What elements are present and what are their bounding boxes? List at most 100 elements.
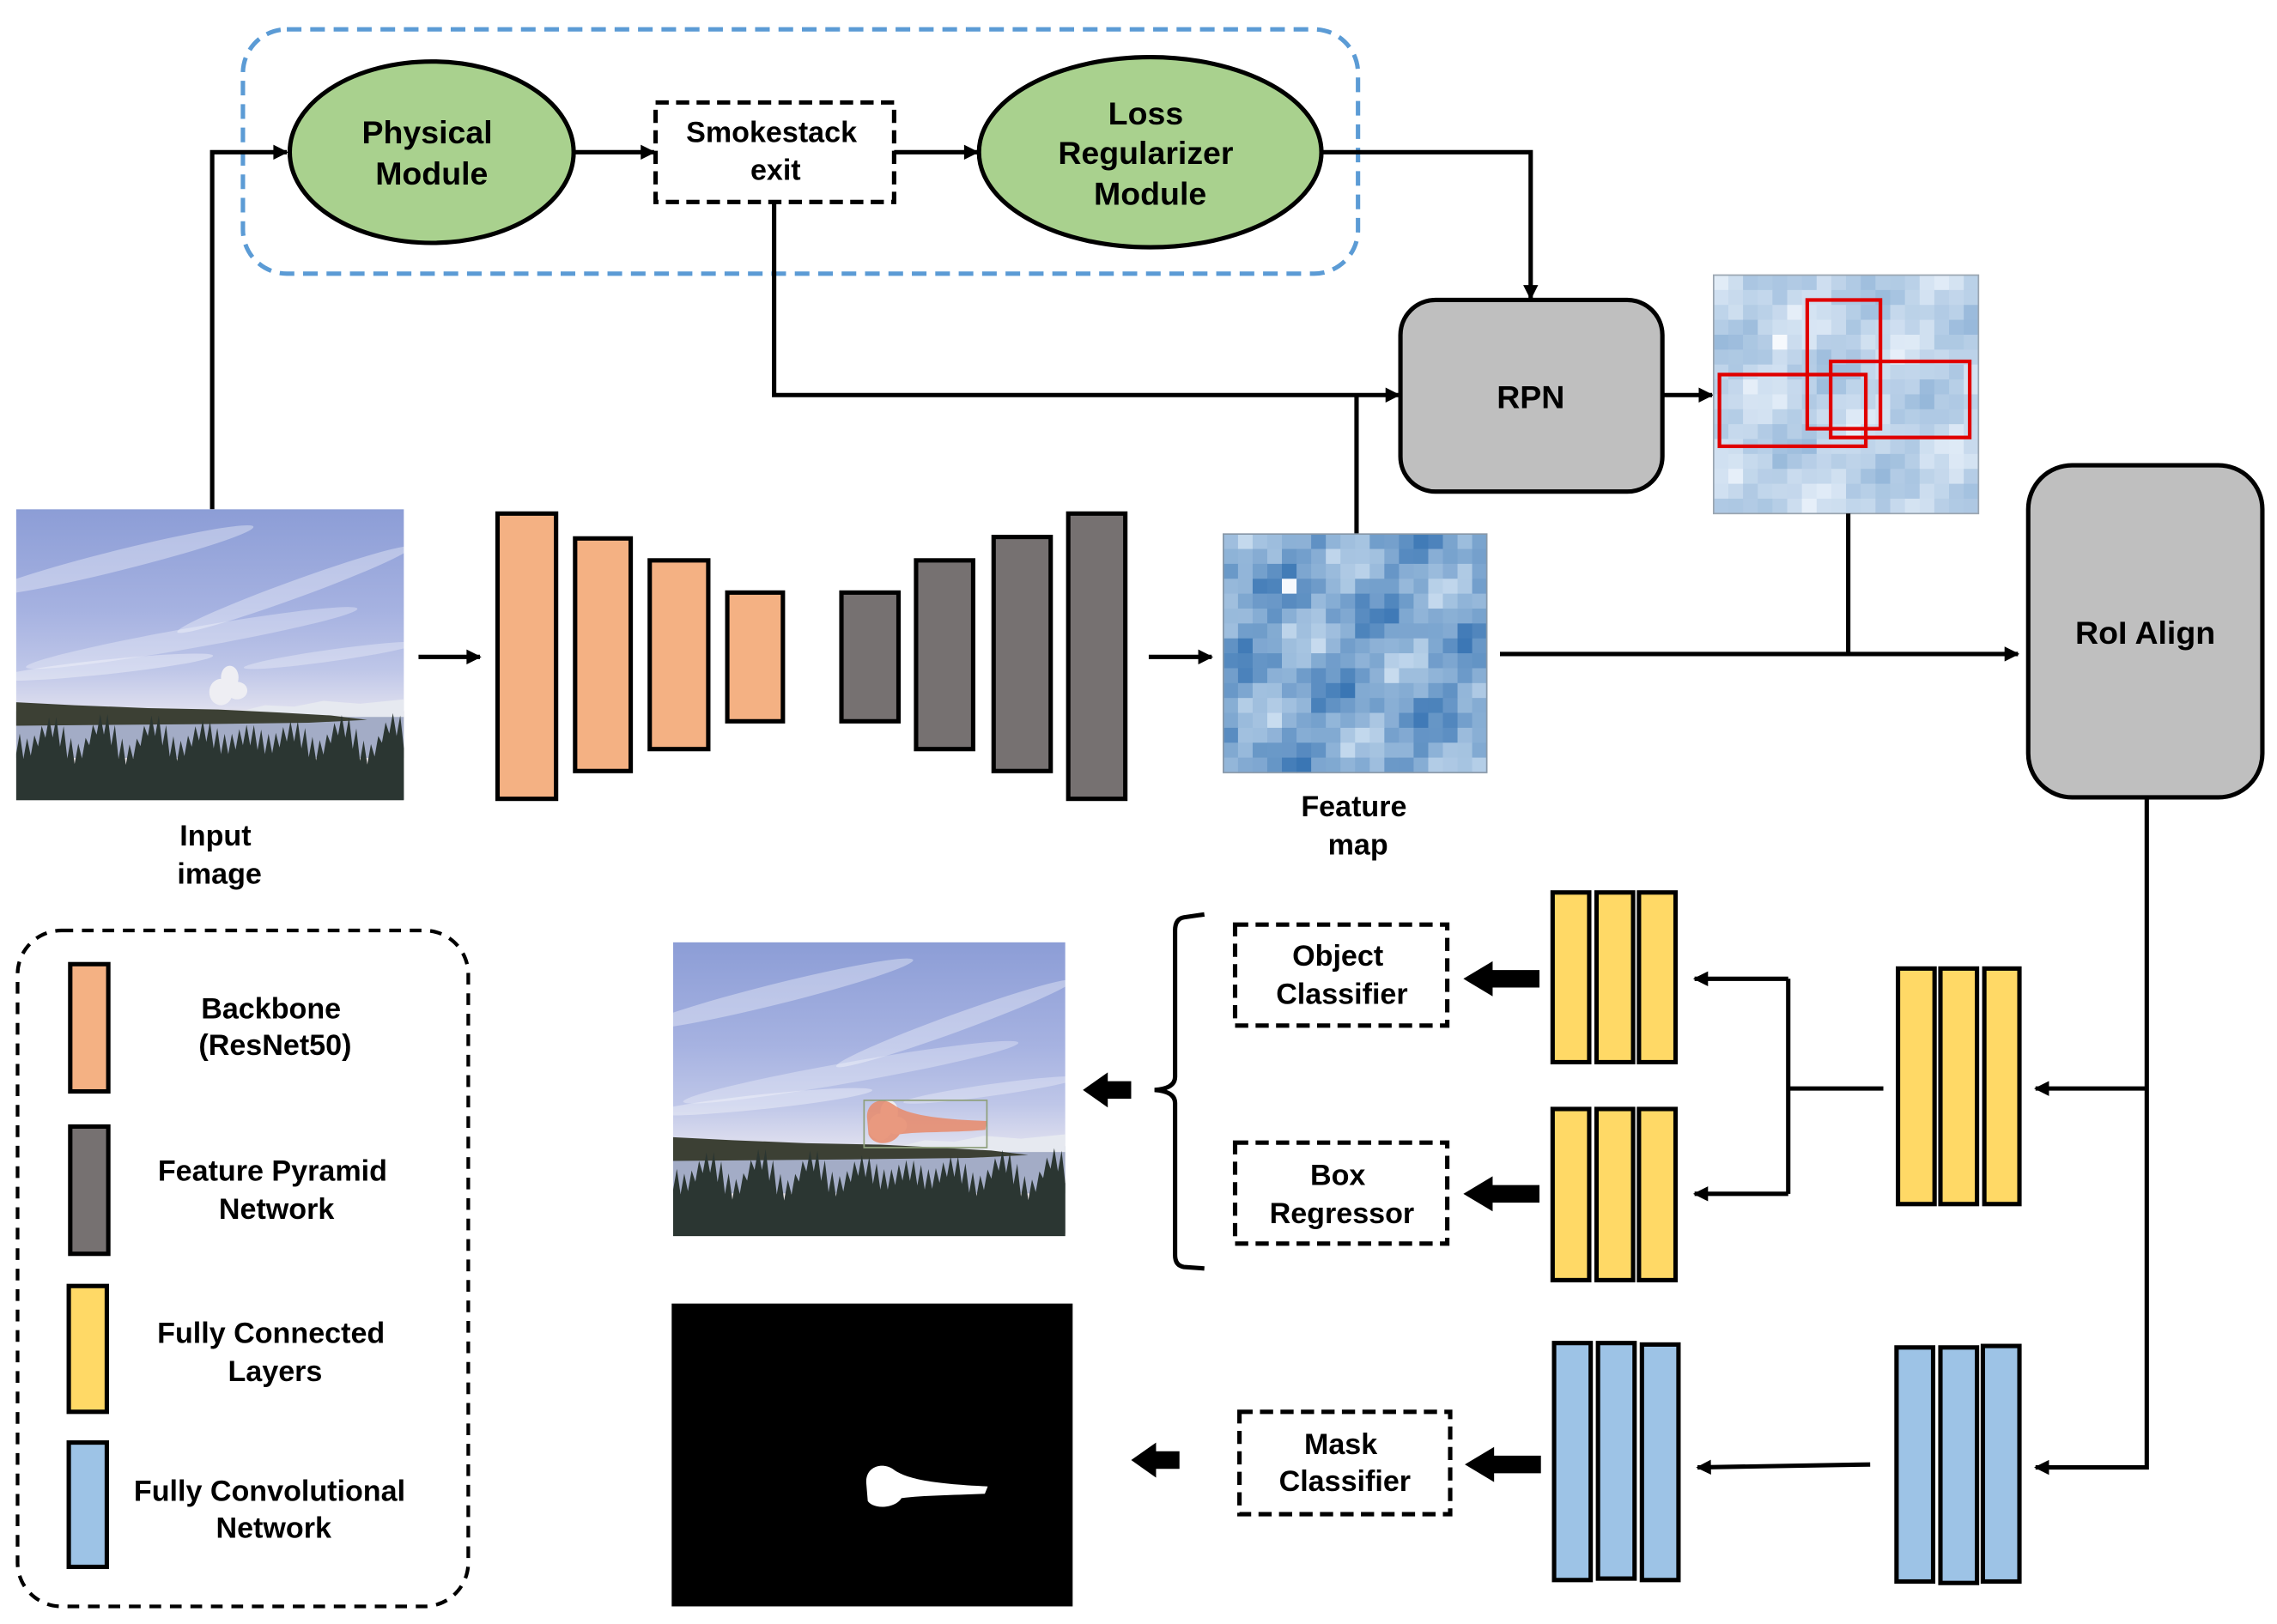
input-photo	[15, 509, 404, 801]
feature-map-cell	[1399, 623, 1415, 639]
feature-map-cell	[1442, 668, 1459, 684]
feature-map-cell	[1399, 727, 1415, 743]
feature-map-cell	[1266, 623, 1283, 639]
feature-map-cell	[1296, 712, 1312, 729]
smoke-mask-overlay	[866, 1100, 987, 1143]
feature-map-cell	[1282, 623, 1297, 639]
feature-map-caption: Feature map	[1301, 791, 1415, 861]
feature-map-cell	[1296, 742, 1312, 759]
feature-map-cell	[1428, 548, 1444, 565]
mask-classifier-line-1: Mask	[1304, 1428, 1377, 1461]
proposal-map-cell	[1816, 319, 1832, 336]
proposal-map-cell	[1743, 469, 1758, 485]
proposal-map-cell	[1801, 334, 1818, 350]
feature-map-cell	[1311, 623, 1327, 639]
feature-map-cell	[1472, 742, 1488, 759]
feature-map-cell	[1340, 682, 1356, 699]
feature-map-cell	[1369, 563, 1386, 579]
proposal-map-cell	[1831, 289, 1847, 306]
proposal-map-cell	[1846, 379, 1861, 396]
proposal-map-cell	[1919, 394, 1935, 410]
feature-map-cell	[1442, 579, 1459, 595]
feature-map-cell	[1472, 623, 1488, 639]
feature-map-cell	[1282, 742, 1297, 759]
proposal-map-cell	[1758, 364, 1774, 380]
proposal-map-cell	[1743, 305, 1758, 321]
proposal-map-cell	[1727, 424, 1744, 440]
proposal-map-cell	[1772, 469, 1788, 485]
proposal-map-cell	[1919, 364, 1935, 380]
feature-map-cell	[1442, 712, 1459, 729]
proposal-map-cell	[1934, 439, 1950, 455]
feature-map-cell	[1266, 757, 1283, 773]
legend-container	[15, 928, 471, 1609]
proposal-map-cell	[1787, 409, 1803, 425]
feature-map-cell	[1311, 653, 1327, 670]
proposal-map-cell	[1831, 319, 1847, 336]
proposal-map-cell	[1949, 275, 1964, 291]
feature-map-cell	[1369, 579, 1386, 595]
proposal-map-cell	[1772, 275, 1788, 291]
proposal-map-cell	[1787, 319, 1803, 336]
feature-map-cell	[1252, 593, 1268, 609]
feature-map-cell	[1296, 548, 1312, 565]
proposal-map-cell	[1919, 379, 1935, 396]
feature-map-cell	[1266, 608, 1283, 625]
feature-map-cell	[1428, 579, 1444, 595]
legend-fc-line-2: Layers	[228, 1355, 322, 1388]
legend-label-fully-convolutional: Fully Convolutional Network	[134, 1476, 414, 1545]
legend-swatch-fully-connected	[66, 1283, 109, 1415]
feature-map-cell	[1428, 593, 1444, 609]
proposal-map-cell	[1772, 334, 1788, 350]
feature-map-cell	[1428, 742, 1444, 759]
feature-map-cell	[1472, 682, 1488, 699]
feature-map-cell	[1282, 712, 1297, 729]
feature-map-cell	[1413, 608, 1430, 625]
proposal-map-cell	[1904, 453, 1921, 470]
proposal-map-cell	[1831, 483, 1847, 500]
proposal-map-cell	[1831, 379, 1847, 396]
feature-map-cell	[1428, 608, 1444, 625]
proposal-map-cell	[1875, 394, 1891, 410]
smokestack-exit-line-1: Smokestack	[686, 116, 857, 148]
feature-map-cell	[1296, 579, 1312, 595]
proposal-map-cell	[1904, 334, 1921, 350]
fpn-layer	[991, 535, 1053, 773]
rpn-label: RPN	[1497, 379, 1564, 415]
fcn-mask-head	[1551, 1341, 1681, 1583]
proposal-box	[1805, 298, 1883, 431]
feature-map-cell	[1472, 698, 1488, 714]
legend-label-fully-connected: Fully Connected Layers	[157, 1318, 393, 1388]
feature-map-cell	[1237, 742, 1254, 759]
proposal-map-cell	[1787, 469, 1803, 485]
proposal-map-cell	[1801, 453, 1818, 470]
proposal-map-cell	[1727, 409, 1744, 425]
proposal-map-cell	[1743, 349, 1758, 366]
feature-map-cell	[1237, 653, 1254, 670]
binary-mask-blob	[865, 1465, 988, 1507]
feature-map-cell	[1472, 653, 1488, 670]
feature-map-cell	[1266, 563, 1283, 579]
proposal-map-cell	[1934, 305, 1950, 321]
loss-regularizer-line-2: Regularizer	[1058, 135, 1234, 171]
proposal-map-cell	[1904, 483, 1921, 500]
feature-map-cell	[1384, 623, 1400, 639]
feature-map-cell	[1428, 682, 1444, 699]
proposal-map-cell	[1861, 319, 1877, 336]
proposal-map-cell	[1743, 453, 1758, 470]
feature-map-cell	[1340, 757, 1356, 773]
proposal-map-cell	[1816, 349, 1832, 366]
proposal-map-cell	[1772, 409, 1788, 425]
backbone-layer	[725, 590, 786, 724]
feature-map-cell	[1413, 579, 1430, 595]
proposal-map-cell	[1831, 453, 1847, 470]
proposal-map-cell	[1816, 394, 1832, 410]
proposal-map-cell	[1904, 275, 1921, 291]
proposal-map-cell	[1934, 394, 1950, 410]
fc-layer	[1550, 890, 1592, 1065]
proposal-map-cell	[1934, 319, 1950, 336]
proposal-map-cell	[1875, 334, 1891, 350]
feature-map-cell	[1326, 534, 1341, 550]
feature-map-cell	[1252, 563, 1268, 579]
proposal-map-cell	[1861, 379, 1877, 396]
